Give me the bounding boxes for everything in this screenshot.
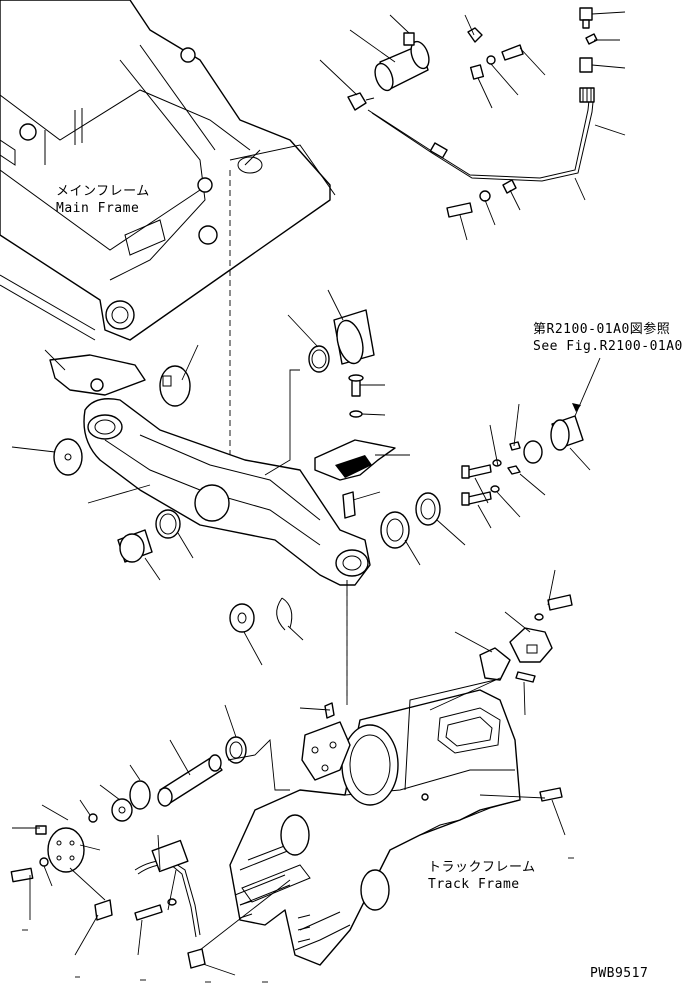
main-frame-drawing [0,0,336,341]
track-frame-label-jp: トラックフレーム [428,860,536,875]
cover-flange-lower [47,827,85,873]
elbow-fitting-lower [94,899,113,921]
track-frame-label-en: Track Frame [428,877,520,892]
bushing-lower [225,736,247,764]
main-frame-label-en: Main Frame [56,201,140,216]
grease-line-assembly [347,7,598,218]
main-frame-label-jp: メインフレーム [56,184,150,199]
cover-plate-left [49,354,146,396]
washer-upper [349,410,363,418]
washer-lower [111,798,133,822]
bracket-right [479,647,511,681]
track-frame-drawing [229,679,521,966]
seal-ring-right [415,492,441,526]
reference-figure-label-jp: 第R2100-01A0図参照 [533,322,671,337]
grease-fitting-center [342,491,356,519]
equalizer-leaders [11,289,601,666]
bushing-right [380,511,410,549]
track-frame-leaders [12,569,566,976]
snap-ring-lower [276,597,293,631]
ring-lower [129,780,151,810]
drawing-code: PWB9517 [590,966,649,981]
flange-plate-left [53,438,83,476]
thrust-washer-lower [229,603,255,633]
grease-hose-lower [134,859,201,936]
stray-marks [22,857,574,983]
equalizer-bar [83,398,371,586]
reference-figure-label-en: See Fig.R2100-01A0 [533,339,683,354]
seal-ring-ref-fig [523,440,543,464]
grease-line-leaders [319,11,626,241]
grease-fitting-right [539,787,563,802]
